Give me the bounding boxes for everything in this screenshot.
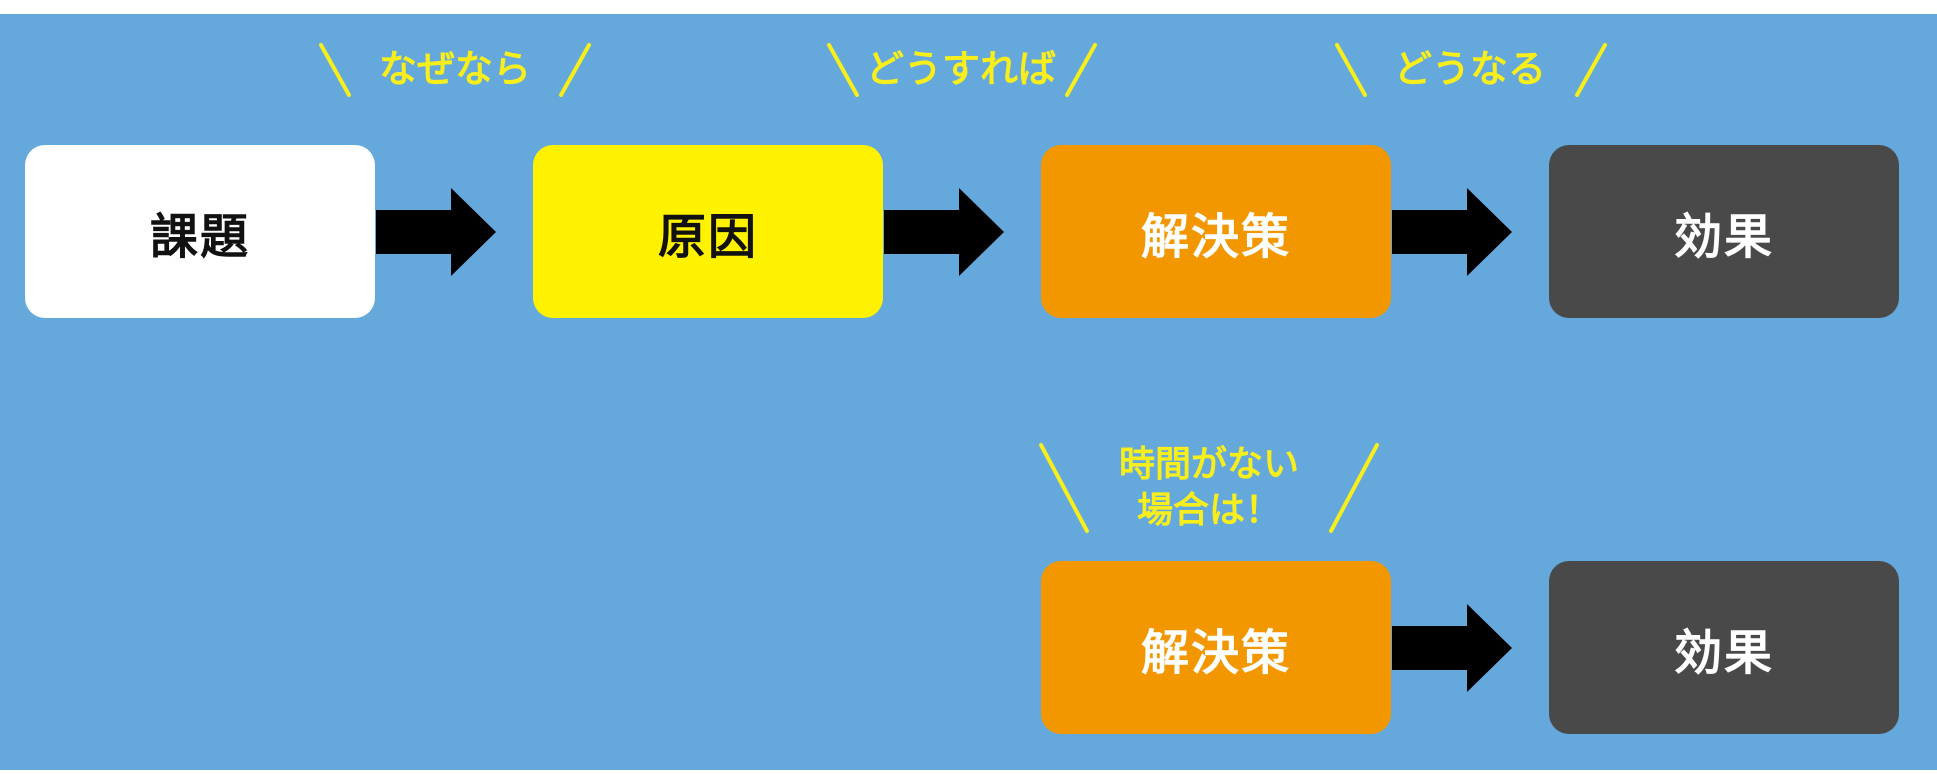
box-issue: 課題 xyxy=(25,145,375,318)
box-effect: 効果 xyxy=(1549,145,1899,318)
box-effect-quick: 効果 xyxy=(1549,561,1899,734)
label-slash-right-4 xyxy=(1329,443,1379,533)
connector-label-how: どうすれば xyxy=(866,47,1057,91)
box-solution: 解決策 xyxy=(1041,145,1391,318)
connector-label-why: なぜなら xyxy=(378,47,531,91)
label-slash-right-2 xyxy=(1065,43,1097,97)
label-slash-right-1 xyxy=(559,43,591,97)
box-cause: 原因 xyxy=(533,145,883,318)
diagram-canvas: なぜなら どうすれば どうなる 課題 原因 解決策 効果 時間がない 場合は！ … xyxy=(0,14,1937,770)
arrow-right-icon xyxy=(1392,188,1512,276)
connector-label-result: どうなる xyxy=(1393,47,1546,91)
label-slash-left-3 xyxy=(1335,43,1367,97)
arrow-right-icon xyxy=(884,188,1004,276)
label-slash-left-2 xyxy=(827,43,859,97)
connector-label-no-time: 時間がない 場合は！ xyxy=(1118,444,1299,531)
label-slash-right-3 xyxy=(1575,43,1607,97)
arrow-right-icon xyxy=(376,188,496,276)
arrow-right-icon xyxy=(1392,604,1512,692)
label-slash-left-1 xyxy=(319,43,351,97)
box-solution-quick: 解決策 xyxy=(1041,561,1391,734)
label-slash-left-4 xyxy=(1039,443,1089,533)
